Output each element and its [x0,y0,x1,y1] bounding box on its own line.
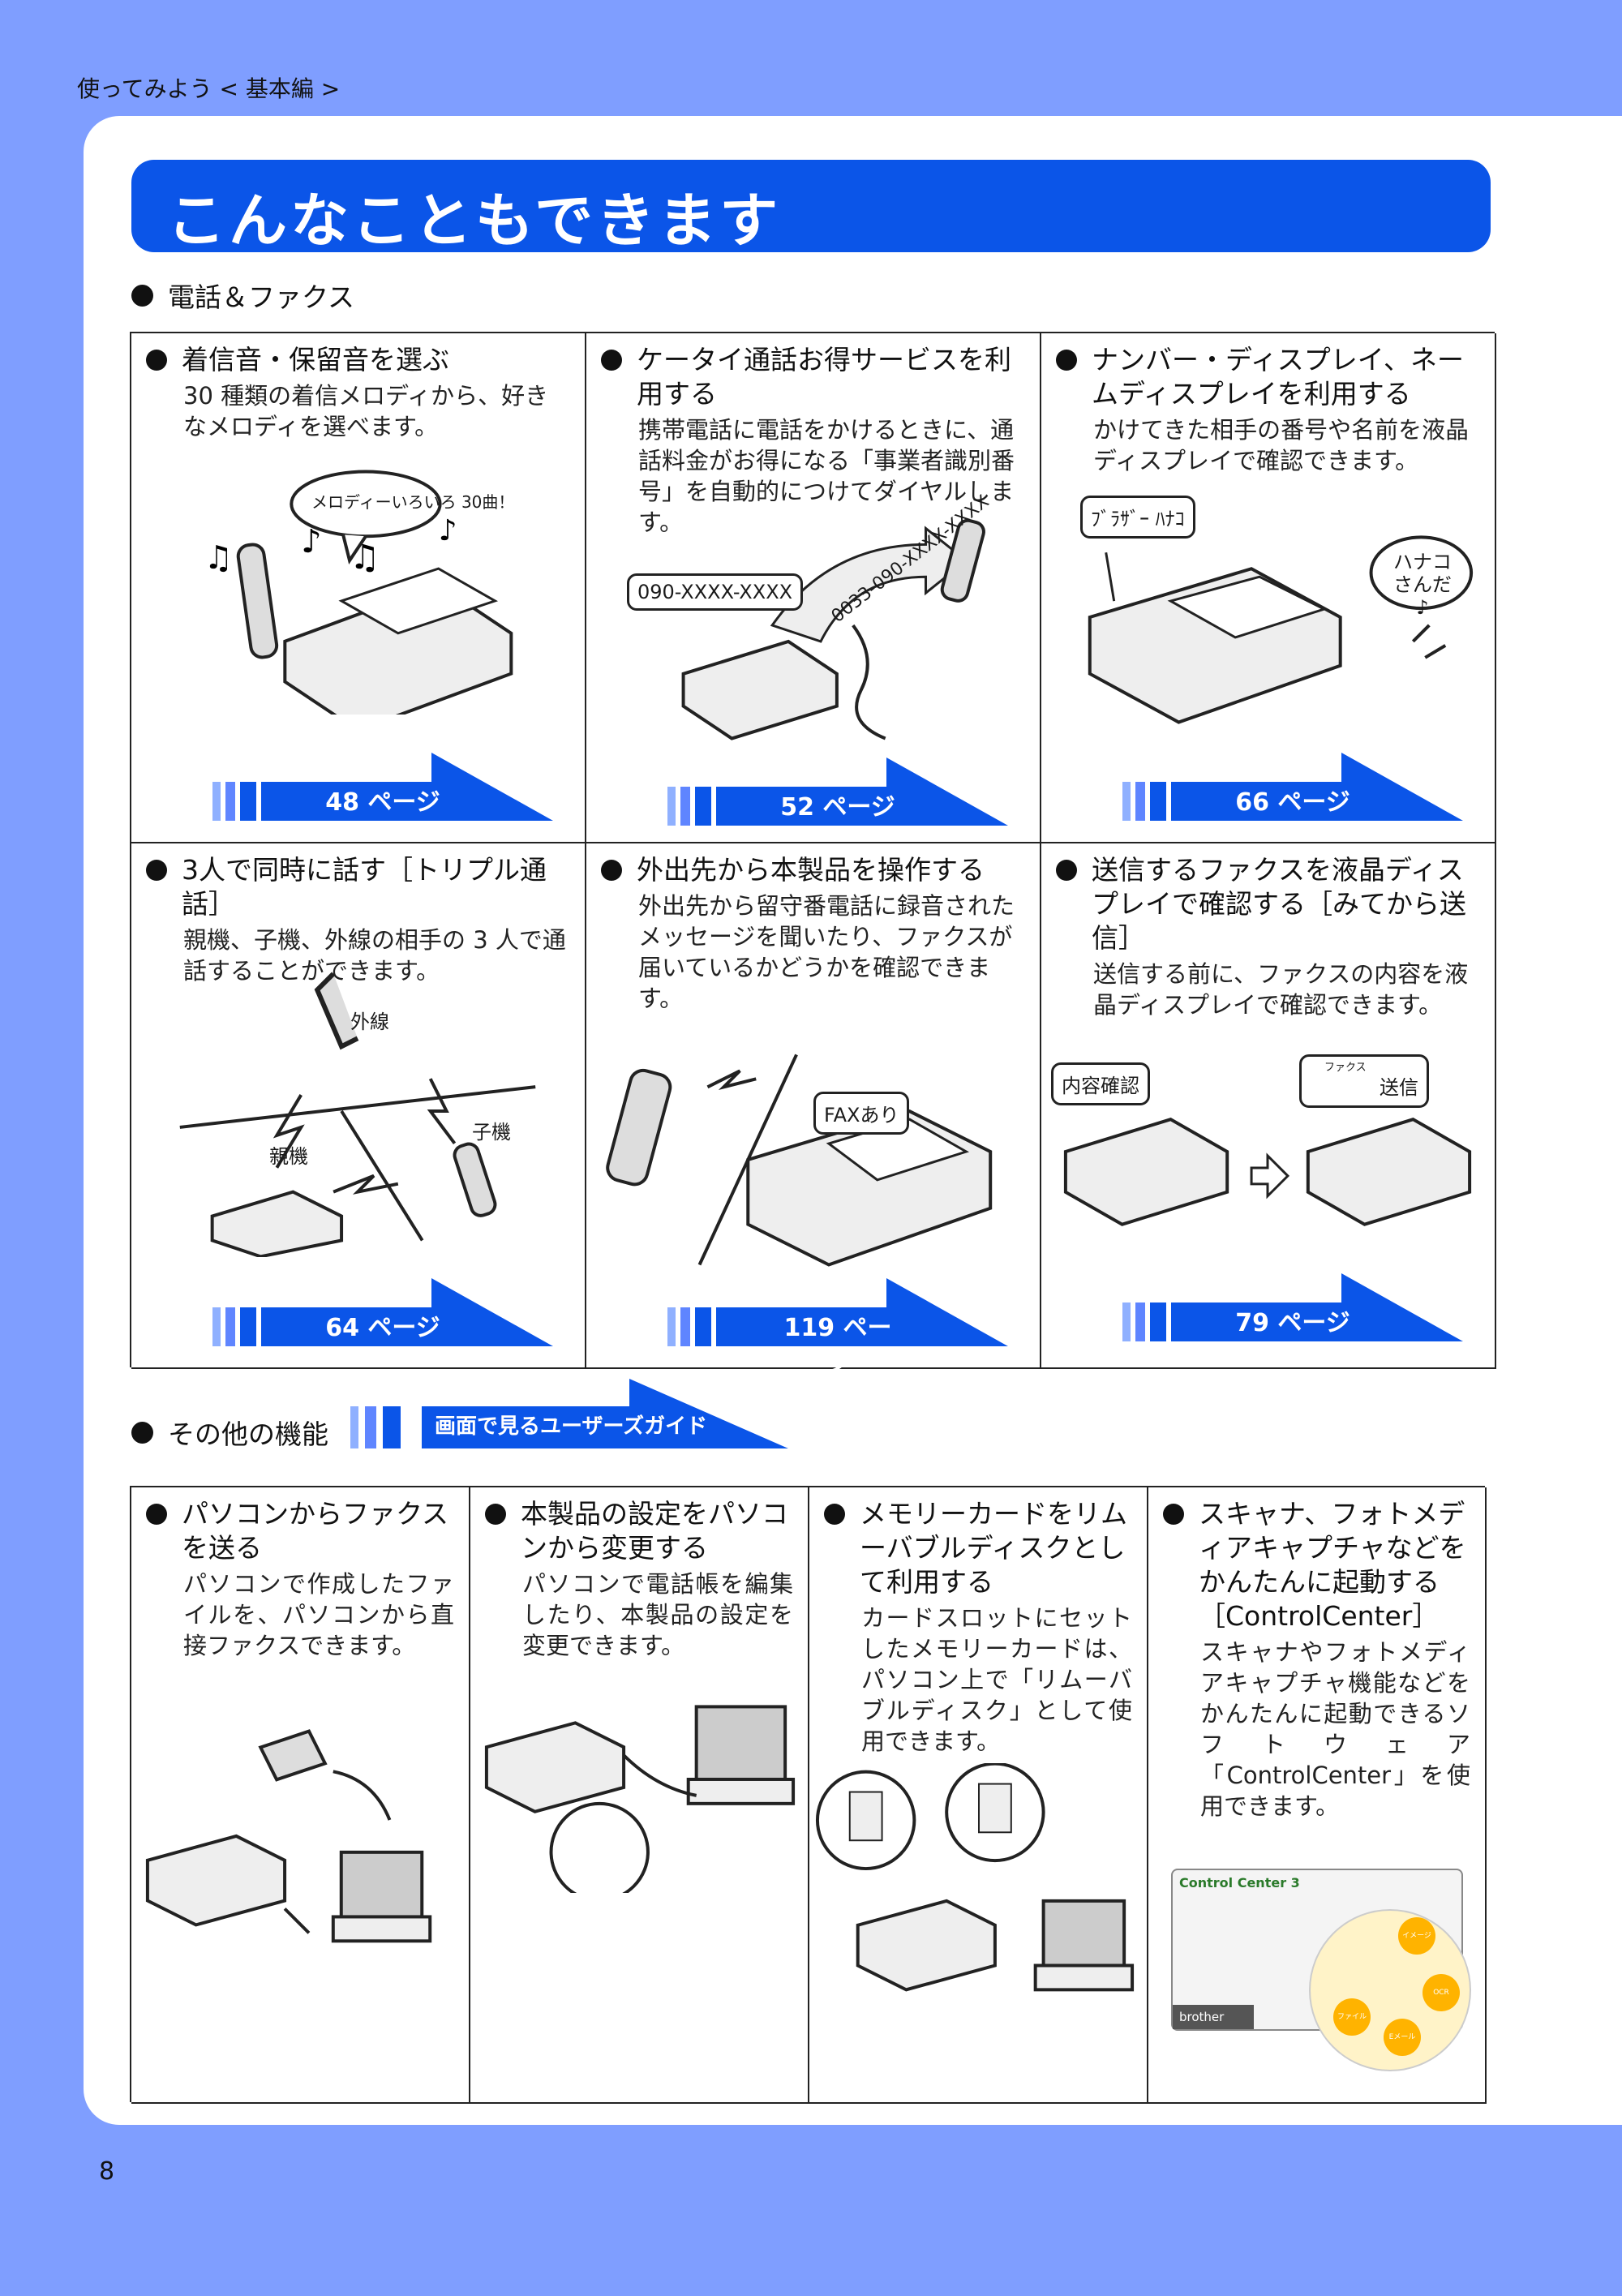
svg-text:♪: ♪ [301,523,321,560]
card-number-display: ナンバー・ディスプレイ、ネームディスプレイを利用する かけてきた相手の番号や名前… [1041,333,1496,843]
card-pc-fax: パソコンからファクスを送る パソコンで作成したファイルを、パソコンから直接ファク… [131,1487,470,2104]
bullet-icon [1163,1504,1184,1525]
page-link-64[interactable]: 64 ページ [212,1278,553,1346]
svg-text:♫: ♫ [204,539,234,577]
section-phone-fax: 電話＆ファクス [131,276,354,315]
card-remote-setup: 本製品の設定をパソコンから変更する パソコンで電話帳を編集したり、本製品の設定を… [470,1487,809,2104]
control-center-screen: Control Center 3 brother イメージ OCR Eメール フ… [1171,1869,1471,2079]
card-triple-call: 3人で同時に話す［トリプル通話］ 親機、子機、外線の相手の 3 人で通話すること… [131,843,586,1369]
card-mobile-service: ケータイ通話お得サービスを利用する 携帯電話に電話をかけるときに、通話料金がお得… [586,333,1041,843]
header-crumb: 使ってみよう < 基本編 > [77,75,341,102]
page-link-119[interactable]: 119 ページ [667,1278,1008,1378]
title-bar: こんなこともできます [131,160,1491,255]
ringtone-illustration: ♫♪♫♪ メロディーいろいろ 30曲！ [131,463,585,732]
bullet-icon [1056,350,1077,371]
users-guide-link[interactable]: 画面で見るユーザーズガイド [350,1379,788,1448]
card-control-center: スキャナ、フォトメディアキャプチャなどをかんたんに起動する［ControlCen… [1148,1487,1487,2104]
section-other-features: その他の機能 [131,1413,328,1452]
email-button[interactable]: Eメール [1384,2019,1421,2056]
ocr-button[interactable]: OCR [1422,1974,1460,2011]
remote-control-illustration: FAXあり [586,1022,1040,1281]
bullet-icon [601,860,622,881]
bullet-icon [146,350,167,371]
phone-fax-grid: 着信音・保留音を選ぶ 30 種類の着信メロディから、好きなメロディを選べます。 … [130,332,1496,1378]
bullet-icon [1056,860,1077,881]
page-number: 8 [99,2157,115,2186]
pc-fax-illustration [131,1698,469,1950]
bullet-icon [146,1504,167,1525]
triple-call-illustration: 外線 子機 親機 [131,965,585,1259]
preview-send-illustration: 内容確認 ファクス送信 [1041,1054,1495,1249]
number-display-illustration: ﾌﾞﾗｻﾞｰ ﾊﾅｺ ハナコ さんだ♪ [1041,496,1495,739]
bullet-icon [824,1504,845,1525]
page-link-66[interactable]: 66 ページ [1122,753,1463,821]
card-preview-send: 送信するファクスを液晶ディスプレイで確認する［みてから送信］ 送信する前に、ファ… [1041,843,1496,1369]
bullet-icon [601,350,622,371]
bullet-icon [485,1504,506,1525]
bullet-icon [146,860,167,881]
svg-text:♫: ♫ [350,537,380,577]
other-features-grid: パソコンからファクスを送る パソコンで作成したファイルを、パソコンから直接ファク… [130,1486,1487,2104]
svg-text:♪: ♪ [439,514,457,547]
page-link-79[interactable]: 79 ページ [1122,1273,1463,1341]
page-link-52[interactable]: 52 ページ [667,757,1008,826]
bullet-icon [131,1421,153,1444]
image-button[interactable]: イメージ [1398,1917,1435,1955]
page-link-48[interactable]: 48 ページ [212,753,553,821]
card-memory-card: メモリーカードをリムーバブルディスクとして利用する カードスロットにセットしたメ… [809,1487,1148,2104]
remote-setup-illustration [470,1658,808,1903]
card-ringtone: 着信音・保留音を選ぶ 30 種類の着信メロディから、好きなメロディを選べます。 … [131,333,586,843]
card-remote-control: 外出先から本製品を操作する 外出先から留守番電話に録音されたメッセージを聞いたり… [586,843,1041,1378]
memory-card-illustration [809,1762,1147,1998]
page-title: こんなこともできます [167,187,782,255]
bullet-icon [131,284,153,307]
file-button[interactable]: ファイル [1333,1998,1371,2036]
mobile-service-illustration: 090-XXXX-XXXX 0033-090-XXXX-XXXX [586,491,1040,747]
